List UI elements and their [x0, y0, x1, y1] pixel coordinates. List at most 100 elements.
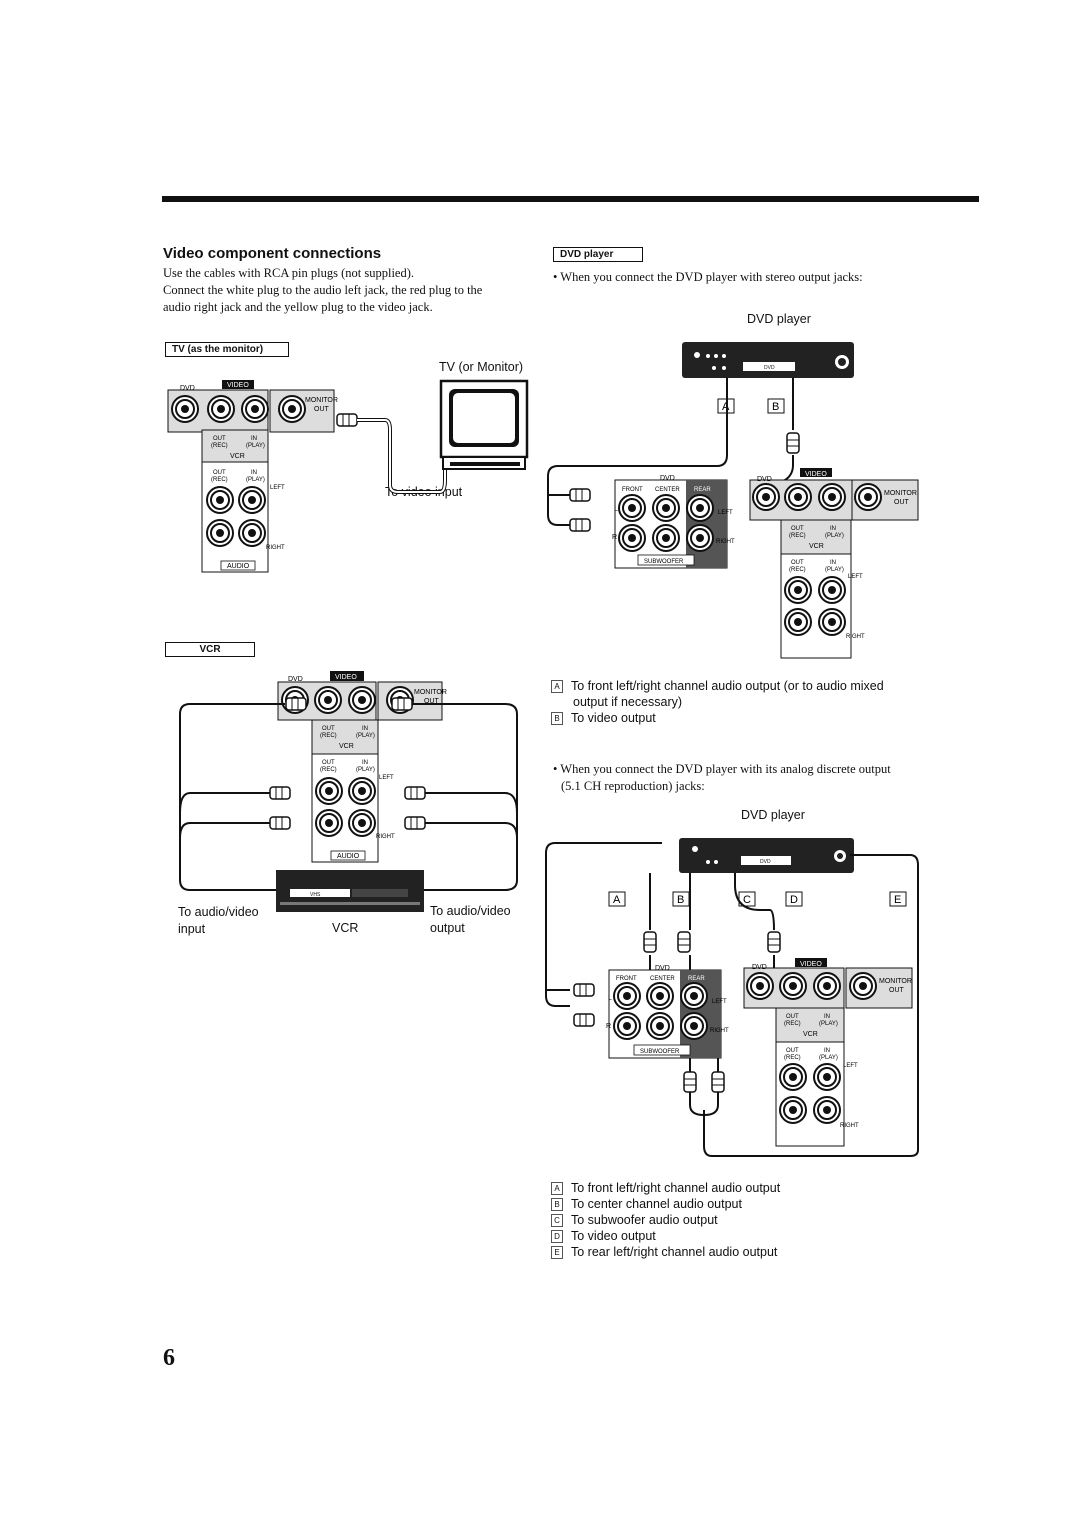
monitor-label: MONITOR [884, 490, 917, 497]
out-label: OUT [786, 1014, 799, 1020]
vcr-output-caption-1: To audio/video [430, 904, 511, 918]
jack [813, 1096, 841, 1124]
letter-boxes-2: A B C D E [608, 891, 907, 907]
tv-label: TV (or Monitor) [439, 360, 524, 374]
left-label: LEFT [843, 1063, 858, 1069]
jack [315, 777, 343, 805]
tv-monitor-tag: TV (as the monitor) [165, 342, 289, 357]
letter-d: D [790, 894, 798, 906]
jack [686, 524, 714, 552]
in-label: IN [830, 526, 836, 532]
stereo-legend-a-cont: output if necessary) [551, 694, 884, 710]
rec-label: (REC) [320, 767, 337, 773]
page-number: 6 [163, 1345, 175, 1371]
jack [315, 809, 343, 837]
rca-plug [269, 816, 291, 830]
dvd-player-label-1: DVD player [747, 312, 811, 326]
legend-key: B [551, 1198, 563, 1211]
r-label: R [606, 1023, 611, 1030]
dvd-player-tag: DVD player [553, 247, 643, 262]
jack [618, 494, 646, 522]
in-label: IN [824, 1048, 830, 1054]
jack [618, 524, 646, 552]
dvd-bullet-1: • When you connect the DVD player with s… [553, 270, 863, 284]
jack [238, 519, 266, 547]
out-label: OUT [889, 987, 905, 994]
play-label: (PLAY) [825, 567, 844, 573]
left-label: LEFT [848, 574, 863, 580]
dvd-label: DVD [760, 859, 771, 865]
in-label: IN [251, 436, 257, 442]
dvd-label: DVD [764, 365, 775, 371]
right-label: RIGHT [846, 634, 865, 640]
jack [238, 486, 266, 514]
jack [784, 576, 812, 604]
dvd-player-unit-2: DVD [679, 838, 854, 873]
letter-a: A [613, 894, 621, 906]
rec-label: (REC) [784, 1055, 801, 1061]
rec-label: (REC) [789, 567, 806, 573]
play-label: (PLAY) [246, 477, 265, 483]
rec-label: (REC) [784, 1021, 801, 1027]
jack [207, 395, 235, 423]
in-label: IN [362, 726, 368, 732]
video-label: VIDEO [335, 674, 357, 681]
jack [206, 486, 234, 514]
l-label: L [608, 995, 612, 1002]
legend-text: To subwoofer audio output [571, 1213, 718, 1227]
rec-label: (REC) [211, 477, 228, 483]
label-b-box [767, 398, 785, 414]
rca-plug [285, 697, 307, 711]
intro-text: Use the cables with RCA pin plugs (not s… [163, 265, 513, 316]
tv-receiver-panel: VIDEO DVD MONITOR OUT OUT (REC) IN (PLAY… [167, 380, 447, 573]
vcr-label: VCR [230, 453, 245, 460]
jack [849, 972, 877, 1000]
legend-text: To video output [571, 711, 656, 725]
jack [784, 483, 812, 511]
rca-plug [569, 488, 591, 502]
video-label: VIDEO [805, 471, 827, 478]
in-label: IN [824, 1014, 830, 1020]
legend-text: output if necessary) [573, 695, 683, 709]
dvd-bullet-2: • When you connect the DVD player with i… [553, 762, 891, 793]
vcr-tag: VCR [165, 642, 255, 657]
jack [241, 395, 269, 423]
in-label: IN [362, 760, 368, 766]
intro-line-1: Use the cables with RCA pin plugs (not s… [163, 266, 415, 280]
play-label: (PLAY) [356, 733, 375, 739]
legend-key: A [551, 680, 563, 693]
play-label: (PLAY) [819, 1055, 838, 1061]
front-label: FRONT [616, 976, 637, 982]
jack [171, 395, 199, 423]
rca-plug [569, 518, 591, 532]
video-label: VIDEO [227, 382, 249, 389]
center-label: CENTER [655, 487, 680, 493]
rec-label: (REC) [789, 533, 806, 539]
play-label: (PLAY) [819, 1021, 838, 1027]
letter-b: B [772, 401, 779, 413]
jack [813, 972, 841, 1000]
dvd-label: DVD [660, 475, 675, 482]
monitor-label: MONITOR [879, 978, 912, 985]
dvd-bullet-2-line2: (5.1 CH reproduction) jacks: [561, 779, 705, 793]
vcr-unit-icon: VHS [276, 870, 424, 912]
legend-text: To front left/right channel audio output… [571, 679, 884, 693]
rca-plug [573, 1013, 595, 1027]
out-label: OUT [322, 760, 335, 766]
letter-c: C [743, 894, 751, 906]
rca-plug [643, 931, 657, 953]
jack [779, 972, 807, 1000]
jack [680, 1012, 708, 1040]
dvd-label: DVD [655, 965, 670, 972]
rca-plug [767, 931, 781, 953]
legend-key: C [551, 1214, 563, 1227]
jack [646, 982, 674, 1010]
play-label: (PLAY) [246, 443, 265, 449]
legend-text: To center channel audio output [571, 1197, 742, 1211]
legend-text: To video output [571, 1229, 656, 1243]
jack [652, 524, 680, 552]
jack [779, 1063, 807, 1091]
discrete-out-panel-2: DVD FRONT CENTER REAR L R LEFT RIGHT SUB… [606, 965, 729, 1059]
dvd-label: DVD [288, 676, 303, 683]
